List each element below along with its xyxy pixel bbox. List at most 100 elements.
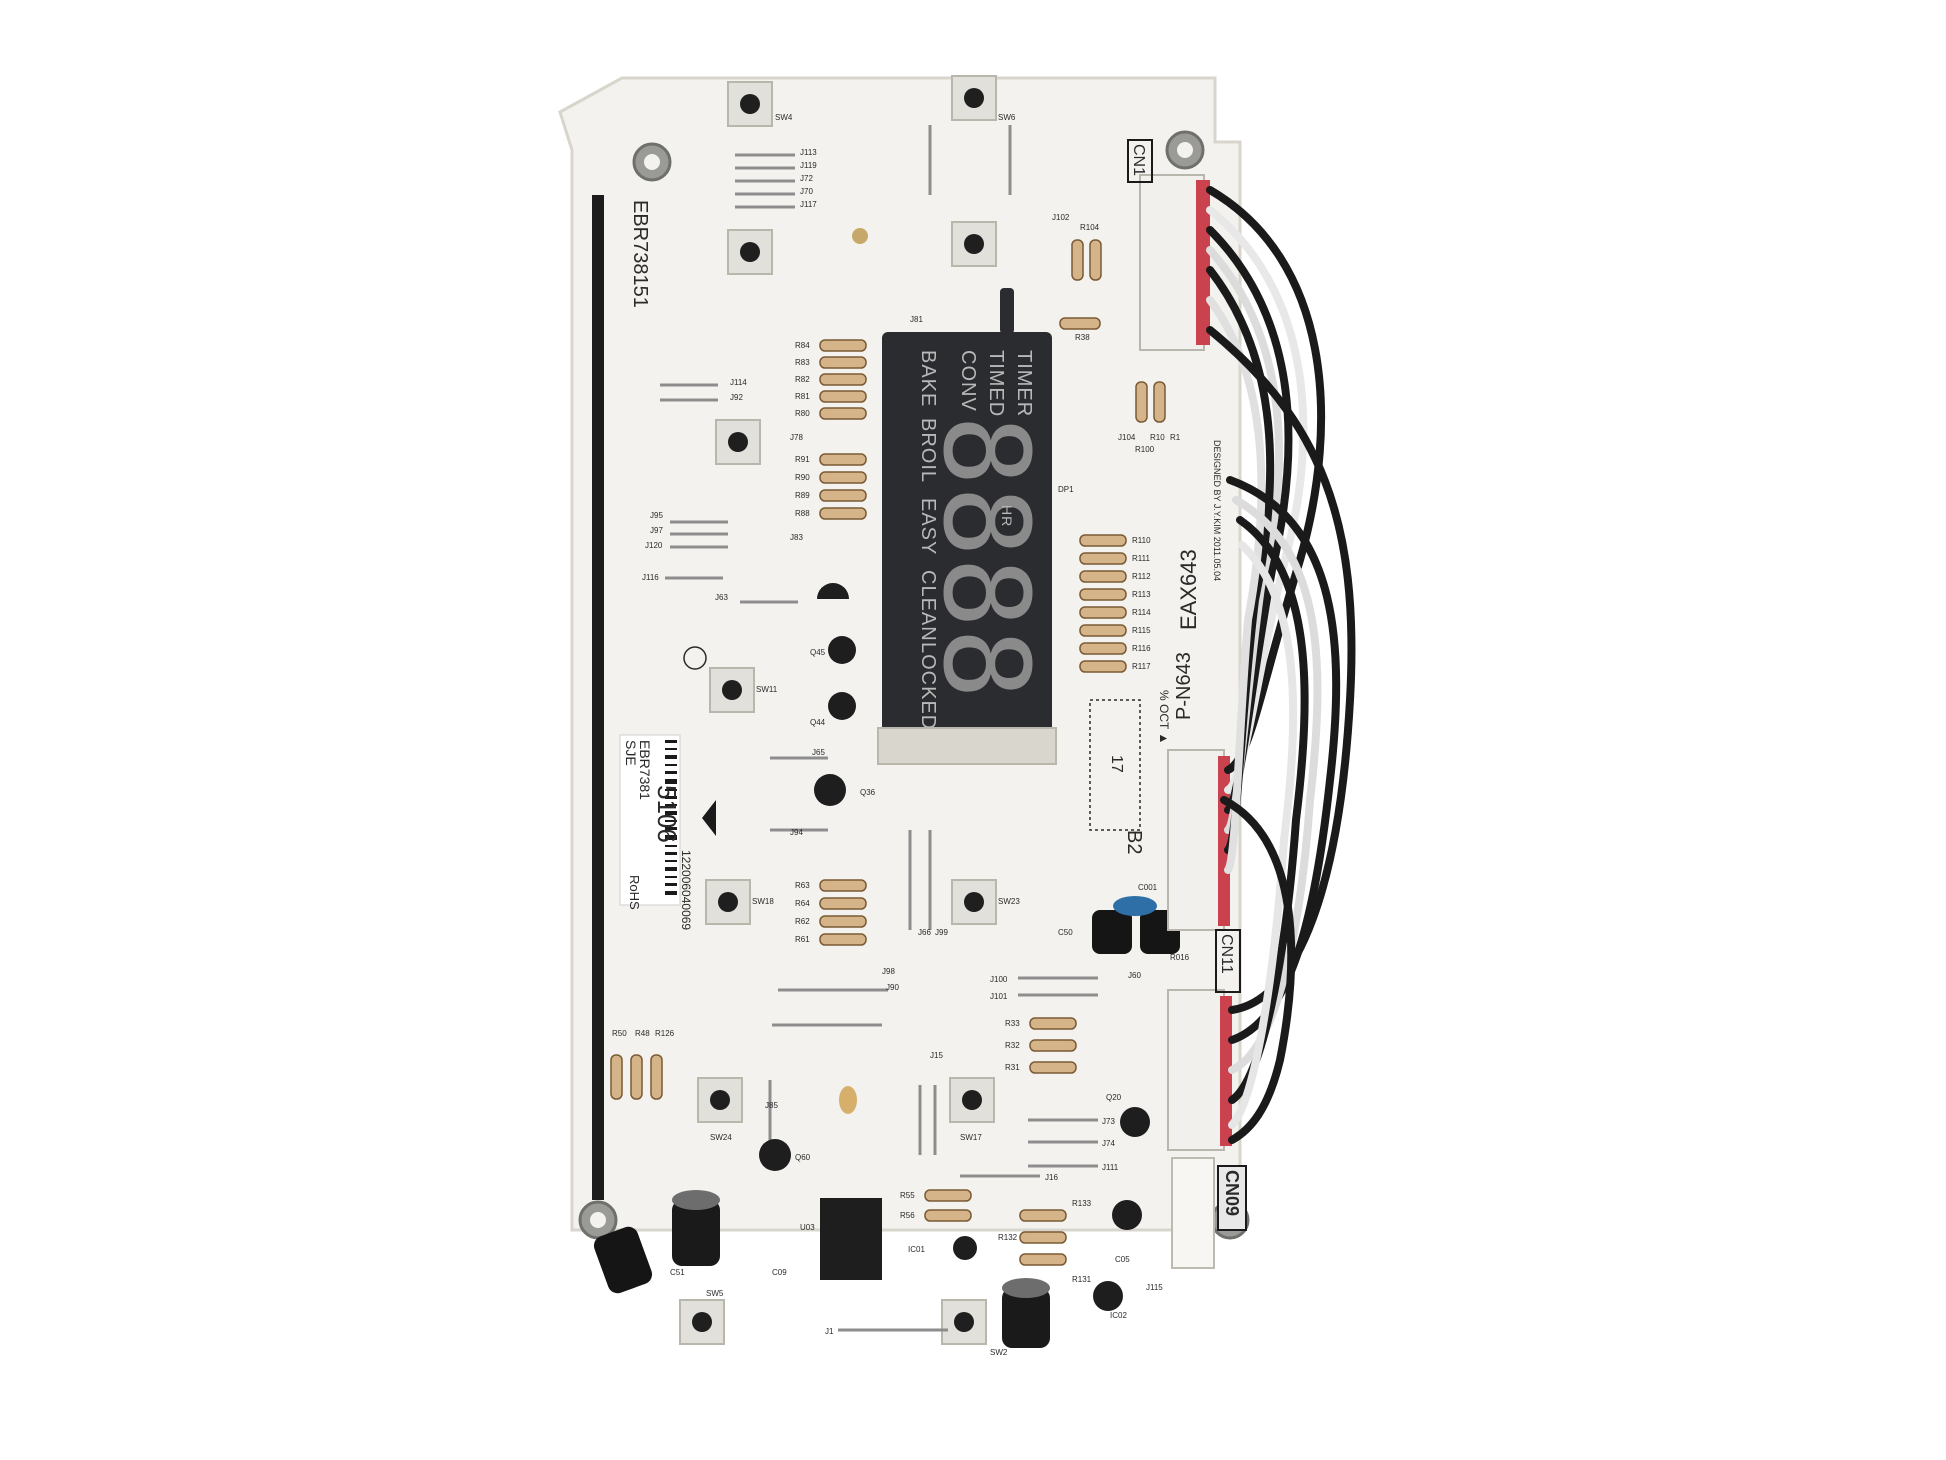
ref-r1: R1 — [1170, 433, 1181, 442]
ref-j1: J1 — [825, 1327, 834, 1336]
ref-q60: Q60 — [795, 1153, 811, 1162]
ref-r32: R32 — [1005, 1041, 1020, 1050]
silk-date-code: % OCT ▲ — [1157, 690, 1171, 744]
transistors — [759, 583, 1150, 1311]
ref-r84: R84 — [795, 341, 810, 350]
ref-j66: J66 — [918, 928, 931, 937]
ref-j78: J78 — [790, 433, 803, 442]
ref-sw6: SW6 — [998, 113, 1016, 122]
ref-r10: R10 — [1150, 433, 1165, 442]
ref-sw5: SW5 — [706, 1289, 724, 1298]
ref-r117: R117 — [1132, 662, 1151, 671]
silk-assembly: EAX643 — [1176, 549, 1201, 630]
ref-q20: Q20 — [1106, 1093, 1122, 1102]
ref-r38: R38 — [1075, 333, 1090, 342]
ref-r48: R48 — [635, 1029, 650, 1038]
ref-j60: J60 — [1128, 971, 1141, 980]
display-digits: 8888 — [917, 415, 1055, 699]
silk-grid-tag: B2 — [1123, 830, 1145, 854]
ref-j72: J72 — [800, 174, 813, 183]
connector-label-cn09: CN09 — [1222, 1170, 1242, 1216]
ref-r63: R63 — [795, 881, 810, 890]
ref-j101: J101 — [990, 992, 1008, 1001]
ref-j119: J119 — [800, 161, 817, 170]
ref-r56: R56 — [900, 1211, 915, 1220]
ref-sw4: SW4 — [775, 113, 793, 122]
ref-r113: R113 — [1132, 590, 1151, 599]
pcb-edge-strip — [592, 195, 604, 1200]
ref-r133: R133 — [1072, 1199, 1092, 1208]
ref-j100: J100 — [990, 975, 1008, 984]
ref-q44: Q44 — [810, 718, 826, 727]
wire-harness — [1206, 186, 1356, 1144]
ref-r88: R88 — [795, 509, 810, 518]
pb-free-mark — [683, 646, 707, 670]
ref-r132: R132 — [998, 1233, 1018, 1242]
ref-j70: J70 — [800, 187, 813, 196]
ref-j85: J85 — [765, 1101, 778, 1110]
ref-j94: J94 — [790, 828, 803, 837]
resistors — [610, 239, 1166, 1266]
display-label-locked: LOCKED — [917, 642, 939, 730]
ref-j81: J81 — [910, 315, 923, 324]
ref-j111: J111 — [1102, 1163, 1119, 1172]
ic-chip — [820, 1198, 882, 1280]
ref-j114: J114 — [730, 378, 747, 387]
silk-designer: DESIGNED BY J.Y.KIM 2011.05.04 — [1212, 440, 1222, 581]
ref-c09: C09 — [772, 1268, 787, 1277]
ref-j92: J92 — [730, 393, 743, 402]
ref-r64: R64 — [795, 899, 810, 908]
ref-r104: R104 — [1080, 223, 1100, 232]
ref-ic01: IC01 — [908, 1245, 925, 1254]
ref-j90: J90 — [886, 983, 899, 992]
ref-r62: R62 — [795, 917, 810, 926]
display-label-timer: TIMER — [1013, 350, 1035, 417]
display-label-clean: CLEAN — [917, 570, 939, 642]
ref-r61: R61 — [795, 935, 810, 944]
ref-r89: R89 — [795, 491, 810, 500]
ref-j113: J113 — [800, 148, 817, 157]
ref-j116: J116 — [642, 573, 659, 582]
connector-label-cn1: CN1 — [1130, 144, 1147, 176]
connector-label-cn11: CN11 — [1218, 934, 1235, 974]
display-label-conv: CONV — [957, 350, 979, 412]
ref-ic02: IC02 — [1110, 1311, 1127, 1320]
ref-sw18: SW18 — [752, 897, 774, 906]
silk-arrow — [702, 800, 716, 836]
ref-sw11: SW11 — [756, 685, 778, 694]
ref-r131: R131 — [1072, 1275, 1092, 1284]
ref-sw24: SW24 — [710, 1133, 732, 1142]
label-sub: SJE — [623, 740, 639, 766]
ref-r111: R111 — [1132, 554, 1150, 563]
label-big: 5106 — [652, 785, 682, 843]
ref-r82: R82 — [795, 375, 810, 384]
display-label-bake: BAKE — [917, 350, 939, 407]
ref-j115: J115 — [1146, 1283, 1163, 1292]
ref-j73: J73 — [1102, 1117, 1115, 1126]
ref-r91: R91 — [795, 455, 810, 464]
tact-switches — [679, 75, 997, 1345]
ref-q36: Q36 — [860, 788, 876, 797]
label-rohs: RoHS — [627, 875, 642, 910]
display-label-easy: EASY — [917, 498, 939, 555]
ref-sw2: SW2 — [990, 1348, 1008, 1357]
display-body — [882, 332, 1052, 732]
ref-r83: R83 — [795, 358, 810, 367]
ref-r90: R90 — [795, 473, 810, 482]
ref-r50: R50 — [612, 1029, 627, 1038]
ref-j65: J65 — [812, 748, 825, 757]
ref-j16: J16 — [1045, 1173, 1058, 1182]
ref-dp1: DP1 — [1058, 485, 1074, 494]
silk-part-number: EBR738151 — [629, 200, 651, 308]
ref-q45: Q45 — [810, 648, 826, 657]
jumper-wires — [660, 125, 1098, 1332]
display-base — [877, 727, 1057, 765]
ref-c51: C51 — [670, 1268, 685, 1277]
ref-c001: C001 — [1138, 883, 1158, 892]
ref-j98: J98 — [882, 967, 895, 976]
ref-j83: J83 — [790, 533, 803, 542]
silk-pcb: P-N643 — [1173, 652, 1195, 720]
ref-r115: R115 — [1132, 626, 1151, 635]
ref-j63: J63 — [715, 593, 728, 602]
ref-j74: J74 — [1102, 1139, 1115, 1148]
